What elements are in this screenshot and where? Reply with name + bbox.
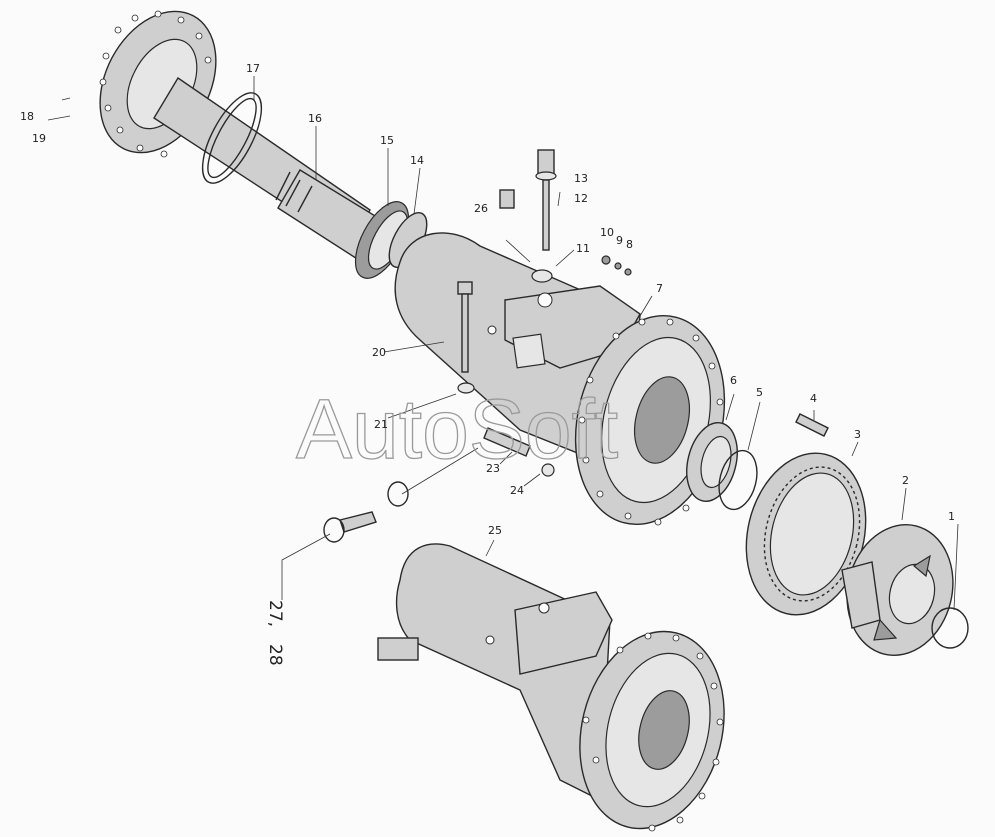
axle-housing-lower <box>377 543 613 802</box>
callout-15: 15 <box>380 134 394 147</box>
callout-14: 14 <box>410 154 424 167</box>
side-label-line1: 27, <box>265 600 285 627</box>
axle-shaft <box>153 77 386 263</box>
callout-20: 20 <box>372 346 386 359</box>
callout-8: 8 <box>626 238 633 251</box>
snap-ring <box>201 92 263 184</box>
callout-labels: 1 2 3 4 5 6 7 8 9 10 11 12 13 14 15 16 1… <box>20 62 955 537</box>
ring-gear <box>745 452 867 616</box>
callout-21: 21 <box>374 418 388 431</box>
watermark: AutoSoft <box>296 382 618 476</box>
callout-16: 16 <box>308 112 322 125</box>
small-fittings <box>601 255 632 276</box>
housing-flange-lower <box>579 630 725 832</box>
callout-25: 25 <box>488 524 502 537</box>
small-bolt <box>499 189 515 209</box>
leader-lines <box>47 76 959 611</box>
callout-24: 24 <box>510 484 524 497</box>
callout-3: 3 <box>854 428 861 441</box>
dowel <box>795 413 829 437</box>
pin-27-28 <box>281 447 479 600</box>
seal <box>718 449 758 511</box>
washer-11 <box>531 269 553 283</box>
callout-18: 18 <box>20 110 34 123</box>
retaining-ring <box>931 607 969 649</box>
callout-9: 9 <box>616 234 623 247</box>
callout-5: 5 <box>756 386 763 399</box>
callout-7: 7 <box>656 282 663 295</box>
vertical-bolt <box>535 149 557 251</box>
callout-13: 13 <box>574 172 588 185</box>
callout-4: 4 <box>810 392 817 405</box>
callout-11: 11 <box>576 242 590 255</box>
callout-26: 26 <box>474 202 488 215</box>
pin <box>483 427 555 477</box>
side-label-27-28: 27, 28 <box>265 600 285 666</box>
callout-17: 17 <box>246 62 260 75</box>
side-label-line2: 28 <box>265 644 285 666</box>
planet-carrier <box>841 524 954 656</box>
callout-19: 19 <box>32 132 46 145</box>
callout-12: 12 <box>574 192 588 205</box>
callout-23: 23 <box>486 462 500 475</box>
long-bolt <box>457 281 475 394</box>
callout-1: 1 <box>948 510 955 523</box>
bearing-ring <box>686 422 738 502</box>
callout-10: 10 <box>600 226 614 239</box>
callout-2: 2 <box>902 474 909 487</box>
callout-6: 6 <box>730 374 737 387</box>
